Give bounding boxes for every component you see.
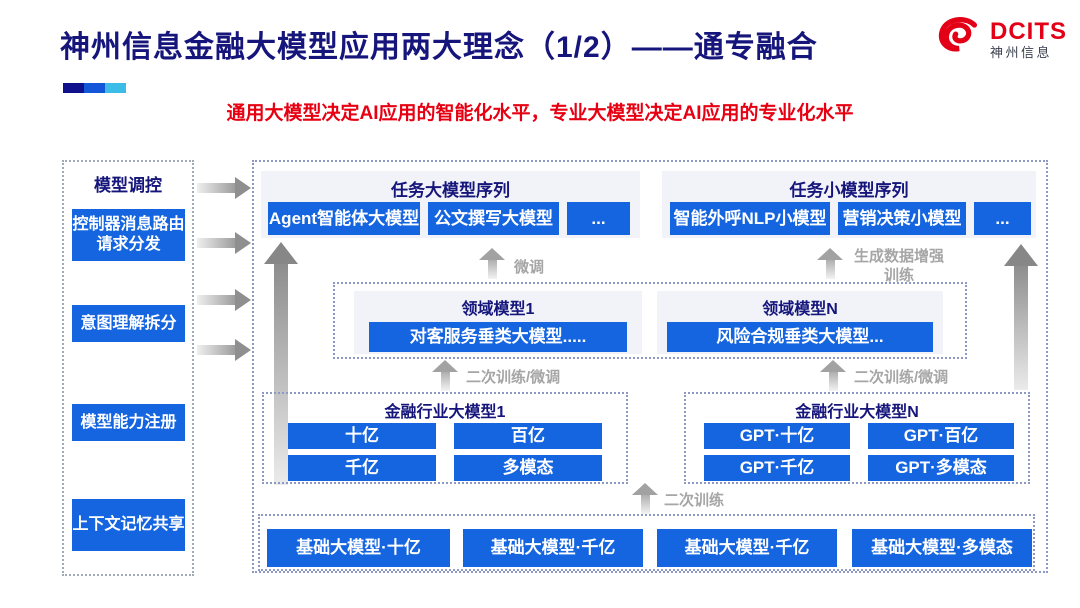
task-small-chip-ellipsis: ... (974, 202, 1031, 235)
industry-model-1-title: 金融行业大模型1 (384, 404, 506, 421)
model-control-panel: 模型调控 控制器消息路由请求分发 意图理解拆分 模型能力注册 上下文记忆共享 (62, 160, 194, 576)
industry-model-n-box: 金融行业大模型N GPT·十亿 GPT·百亿 GPT·千亿 GPT·多模态 (684, 392, 1030, 484)
task-small-panel-title: 任务小模型序列 (789, 181, 909, 200)
domain-model-n-panel: 领域模型N 风险合规垂类大模型... (657, 291, 943, 354)
domain-model-1-title: 领域模型1 (461, 301, 535, 318)
domain-model-1-panel: 领域模型1 对客服务垂类大模型..... (354, 291, 642, 354)
task-large-chip-agent: Agent智能体大模型 (268, 202, 420, 235)
industry-chip-10b: 百亿 (454, 423, 602, 449)
base-models-box: 基础大模型·十亿 基础大模型·千亿 基础大模型·千亿 基础大模型·多模态 (258, 514, 1035, 571)
task-small-chip-outbound: 智能外呼NLP小模型 (670, 202, 830, 235)
arrow-up-icon (432, 360, 459, 391)
task-large-chip-ellipsis: ... (567, 202, 630, 235)
task-large-model-panel: 任务大模型序列 Agent智能体大模型 公文撰写大模型 ... (261, 171, 640, 238)
sidebar-item-register: 模型能力注册 (72, 404, 185, 441)
task-small-chip-marketing: 营销决策小模型 (838, 202, 966, 235)
industry-chip-gpt-multimodal: GPT·多模态 (868, 455, 1014, 481)
arrow-up-icon (820, 360, 847, 391)
label-fine-tune: 微调 (514, 259, 545, 276)
arrow-right-icon (197, 339, 251, 361)
base-chip-multimodal: 基础大模型·多模态 (852, 529, 1032, 567)
model-control-title: 模型调控 (94, 176, 162, 195)
label-secondary-train-left: 二次训练/微调 (466, 369, 561, 386)
domain-model-n-title: 领域模型N (762, 301, 838, 318)
accent-bar-segment-blue (84, 83, 105, 93)
arrow-up-icon (817, 248, 844, 279)
sidebar-item-context: 上下文记忆共享 (72, 499, 185, 551)
task-large-chip-document: 公文撰写大模型 (428, 202, 559, 235)
industry-chip-gpt-100b: GPT·千亿 (704, 455, 850, 481)
arrow-up-icon (632, 483, 659, 514)
arrow-right-icon (197, 289, 251, 311)
base-chip-1b: 基础大模型·十亿 (267, 529, 450, 567)
industry-chip-1b: 十亿 (288, 423, 436, 449)
dcits-logo: DCITS 神州信息 (936, 15, 1067, 64)
base-chip-100b-b: 基础大模型·千亿 (657, 529, 837, 567)
logo-brand-cn: 神州信息 (990, 45, 1053, 61)
arrow-up-icon (264, 242, 298, 485)
arrow-up-icon (1004, 244, 1038, 390)
main-diagram-box (252, 160, 1048, 573)
logo-brand-text: DCITS (990, 18, 1067, 46)
page-title: 神州信息金融大模型应用两大理念（1/2）——通专融合 (60, 31, 818, 64)
accent-bar-segment-cyan (105, 83, 126, 93)
sidebar-item-router: 控制器消息路由请求分发 (72, 209, 185, 261)
label-secondary-train-right: 二次训练/微调 (854, 369, 949, 386)
slide-subtitle: 通用大模型决定AI应用的智能化水平，专业大模型决定AI应用的专业化水平 (226, 103, 854, 124)
arrow-right-icon (197, 177, 251, 199)
industry-model-n-title: 金融行业大模型N (795, 404, 919, 421)
domain-chip-customer-service: 对客服务垂类大模型..... (369, 322, 627, 352)
industry-chip-gpt-1b: GPT·十亿 (704, 423, 850, 449)
accent-bar (63, 83, 126, 93)
label-gen-data-training: 生成数据增强训练 (853, 248, 944, 284)
label-secondary-train-center: 二次训练 (664, 492, 725, 509)
accent-bar-segment-navy (63, 83, 84, 93)
industry-model-1-box: 金融行业大模型1 十亿 百亿 千亿 多模态 (262, 392, 628, 484)
arrow-up-icon (479, 248, 506, 279)
industry-chip-100b: 千亿 (288, 455, 436, 481)
industry-chip-gpt-10b: GPT·百亿 (868, 423, 1014, 449)
arrow-right-icon (197, 232, 251, 254)
industry-chip-multimodal: 多模态 (454, 455, 602, 481)
sidebar-item-intent: 意图理解拆分 (72, 305, 185, 342)
domain-chip-risk-compliance: 风险合规垂类大模型... (667, 322, 933, 352)
domain-models-box: 领域模型1 对客服务垂类大模型..... 领域模型N 风险合规垂类大模型... (333, 282, 967, 359)
dcits-swirl-icon (936, 15, 984, 64)
task-small-model-panel: 任务小模型序列 智能外呼NLP小模型 营销决策小模型 ... (662, 171, 1036, 238)
task-large-panel-title: 任务大模型序列 (391, 181, 510, 200)
base-chip-100b-a: 基础大模型·千亿 (463, 529, 643, 567)
